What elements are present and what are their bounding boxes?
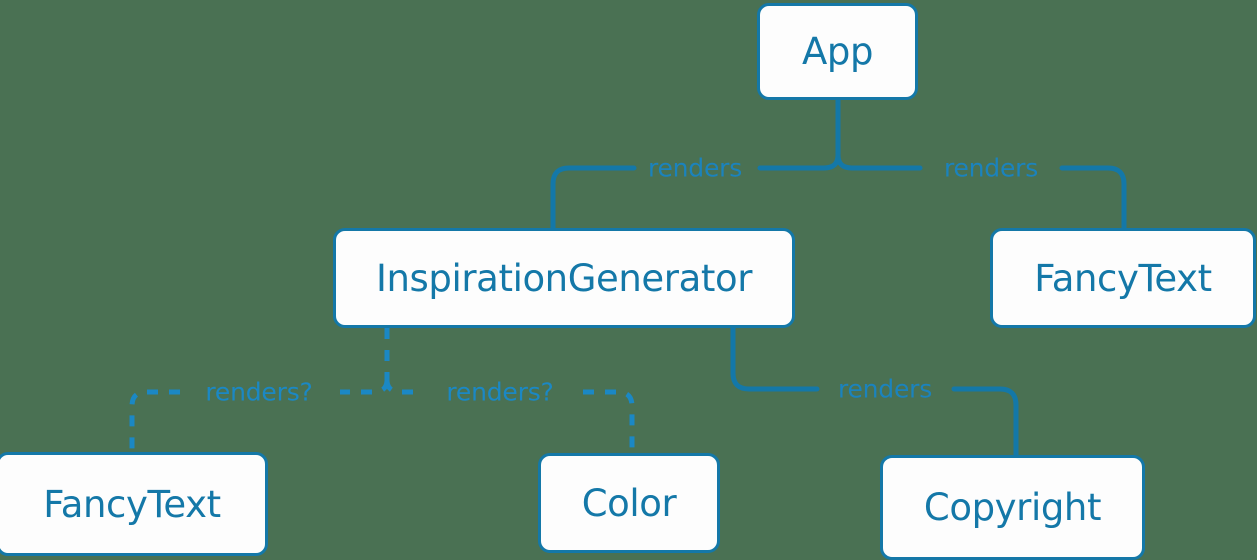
edge-app-to-fancytext-top: [849, 165, 1127, 231]
node-app[interactable]: App: [757, 3, 918, 100]
edge-label-ig-to-copyright: renders: [837, 374, 933, 404]
edge-ig-to-copyright: [730, 325, 1019, 458]
edge-app-stem-left: [821, 152, 841, 171]
node-copyright[interactable]: Copyright: [880, 455, 1145, 560]
node-inspiration-generator[interactable]: InspirationGenerator: [333, 228, 795, 328]
edge-label-ig-to-fancytext-bottom: renders?: [205, 377, 313, 407]
node-color-label: Color: [581, 481, 677, 525]
node-fancytext-top-label: FancyText: [1034, 256, 1212, 300]
node-copyright-label: Copyright: [923, 486, 1102, 529]
node-inspiration-generator-label: InspirationGenerator: [375, 256, 753, 300]
node-app-label: App: [801, 30, 874, 73]
edge-label-app-to-inspiration-generator: renders: [647, 153, 743, 183]
node-fancytext-bottom-label: FancyText: [43, 482, 221, 526]
node-fancytext-top[interactable]: FancyText: [990, 228, 1256, 328]
edge-label-ig-to-color: renders?: [446, 377, 554, 407]
node-color[interactable]: Color: [538, 453, 720, 553]
node-fancytext-bottom[interactable]: FancyText: [0, 452, 268, 556]
edge-app-to-inspiration-generator: [550, 165, 827, 231]
edge-ig-to-color: [384, 379, 635, 453]
edge-label-app-to-fancytext-top: renders: [943, 153, 1039, 183]
